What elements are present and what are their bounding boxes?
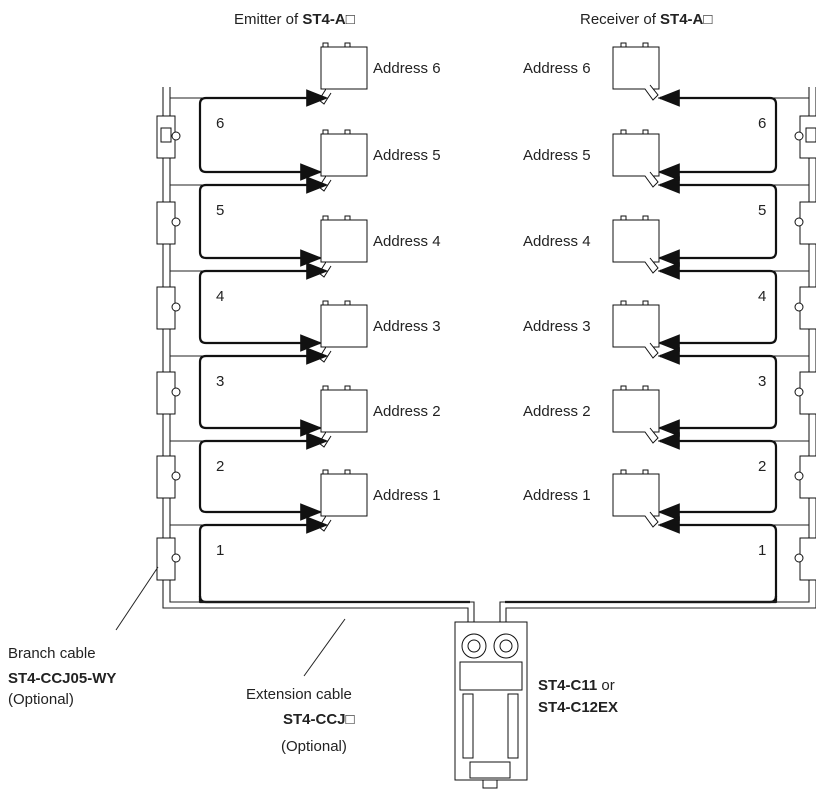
loop-number: 1 [216, 542, 224, 559]
right-trunk-cable [505, 87, 816, 622]
receiver-address: Address 1 [523, 487, 591, 504]
emitter-sensor [318, 300, 368, 363]
receiver-sensor [612, 385, 660, 444]
branch-connector [156, 537, 816, 581]
signal-loop [198, 262, 329, 352]
receiver-sensor [612, 215, 660, 274]
branch-connector [156, 201, 816, 245]
emitter-sensor [318, 385, 368, 448]
emitter-address: Address 5 [373, 147, 441, 164]
controller-model-2: ST4-C12EX [538, 699, 618, 716]
signal-loop [198, 432, 329, 521]
loop-number-receiver: 4 [758, 288, 766, 305]
loop-number-receiver: 3 [758, 373, 766, 390]
extension-cable-model: ST4-CCJ□ [283, 711, 355, 728]
loop-number-receiver: 5 [758, 202, 766, 219]
emitter-sensor [318, 469, 368, 532]
branch-connectors [156, 115, 816, 581]
loop-number-receiver: 1 [758, 542, 766, 559]
receiver-address: Address 4 [523, 233, 591, 250]
signal-loop [198, 176, 329, 267]
emitter-address: Address 1 [373, 487, 441, 504]
loop-number: 4 [216, 288, 224, 305]
receiver-sensor [612, 42, 660, 101]
emitter-sensor [318, 42, 368, 105]
emitter-address: Address 3 [373, 318, 441, 335]
emitter-address: Address 2 [373, 403, 441, 420]
signal-loop [198, 89, 329, 181]
loop-number: 5 [216, 202, 224, 219]
receiver-address: Address 2 [523, 403, 591, 420]
receiver-address: Address 3 [523, 318, 591, 335]
signal-loop-receiver [505, 516, 778, 604]
signal-loop-receiver [657, 432, 778, 521]
controller-unit [454, 621, 528, 789]
branch-cable-label: Branch cable [8, 645, 96, 662]
receiver-address: Address 5 [523, 147, 591, 164]
emitter-address: Address 4 [373, 233, 441, 250]
receiver-address: Address 6 [523, 60, 591, 77]
loop-number: 2 [216, 458, 224, 475]
loop-number: 6 [216, 115, 224, 132]
branch-connector [156, 115, 816, 159]
inline-connector [160, 127, 172, 143]
emitter-sensor [318, 129, 368, 192]
extension-leader [303, 618, 346, 677]
emitter-title: Emitter of ST4-A□ [234, 11, 355, 28]
signal-loop-receiver [657, 347, 778, 437]
branch-connector [156, 371, 816, 415]
branch-cable-model: ST4-CCJ05-WY [8, 670, 116, 687]
branch-connector [156, 455, 816, 499]
controller-model-1: ST4-C11 or [538, 677, 615, 694]
receiver-sensor [612, 300, 660, 359]
branch-cable-note: (Optional) [8, 691, 74, 708]
branch-connector [156, 286, 816, 330]
right-trunk-cable-inner [499, 87, 810, 622]
branch-leader [115, 566, 159, 631]
loop-number-receiver: 2 [758, 458, 766, 475]
receiver-sensor [612, 469, 660, 528]
signal-loop-receiver [657, 176, 778, 267]
left-trunk-cable [162, 87, 469, 622]
inline-connector [805, 127, 816, 143]
extension-cable-note: (Optional) [281, 738, 347, 755]
signal-loop-receiver [657, 89, 778, 181]
receiver-sensor [612, 129, 660, 188]
left-trunk-cable-inner [169, 87, 475, 622]
emitter-address: Address 6 [373, 60, 441, 77]
loop-number-receiver: 6 [758, 115, 766, 132]
emitter-sensor [318, 215, 368, 278]
loop-number: 3 [216, 373, 224, 390]
extension-cable-label: Extension cable [246, 686, 352, 703]
receiver-title: Receiver of ST4-A□ [580, 11, 712, 28]
signal-loop [198, 516, 470, 604]
signal-loop [198, 347, 329, 437]
signal-loop-receiver [657, 262, 778, 352]
